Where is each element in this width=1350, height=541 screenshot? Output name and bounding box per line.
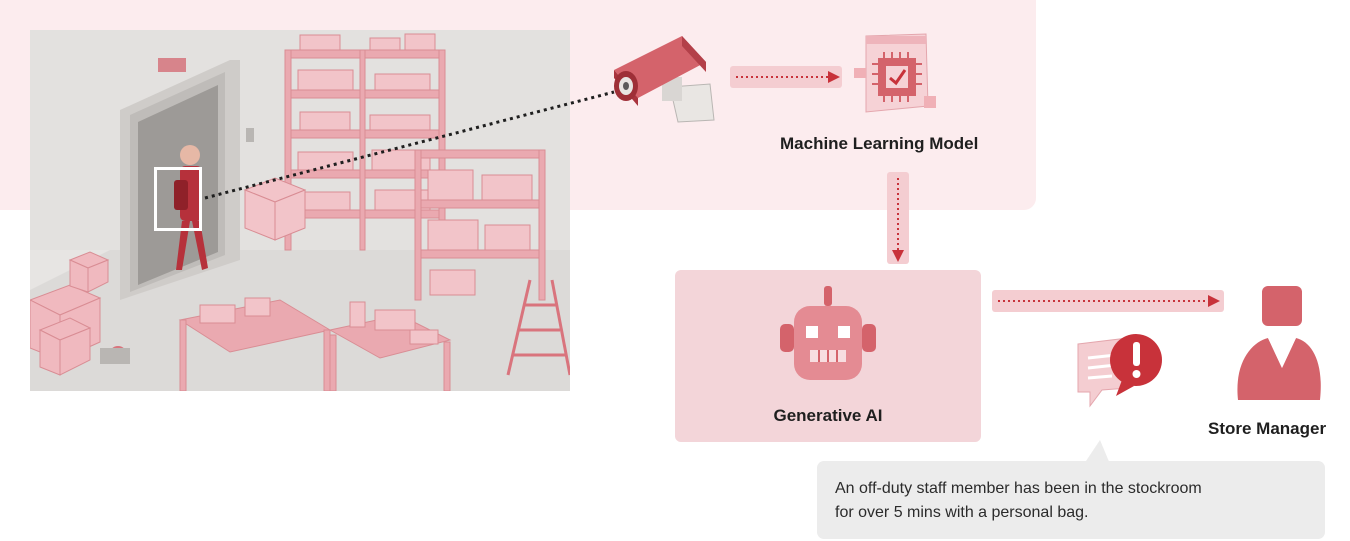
alert-speech-bubble: An off-duty staff member has been in the… (817, 461, 1325, 539)
camera-sightline (204, 90, 615, 200)
alert-message-icon (1072, 330, 1164, 414)
alert-message-line-1: An off-duty staff member has been in the… (835, 480, 1202, 497)
ml-model-label: Machine Learning Model (780, 134, 979, 153)
security-camera-icon (610, 32, 720, 124)
arrow-head-ml-to-genai (892, 250, 904, 262)
speech-bubble-tail (1084, 440, 1110, 464)
person-icon (1232, 282, 1326, 404)
robot-icon (778, 282, 878, 392)
stockroom-scene (30, 30, 570, 391)
arrow-head-camera-to-ml (828, 71, 840, 83)
arrow-head-genai-to-manager (1208, 295, 1220, 307)
detection-box (154, 167, 202, 231)
alert-message-line-2: for over 5 mins with a personal bag. (835, 504, 1089, 521)
store-manager-label: Store Manager (1208, 419, 1327, 438)
person-figure (174, 145, 208, 270)
stockroom-illustration (30, 30, 570, 391)
generative-ai-label: Generative AI (773, 406, 883, 425)
ml-chip-icon (852, 32, 938, 124)
